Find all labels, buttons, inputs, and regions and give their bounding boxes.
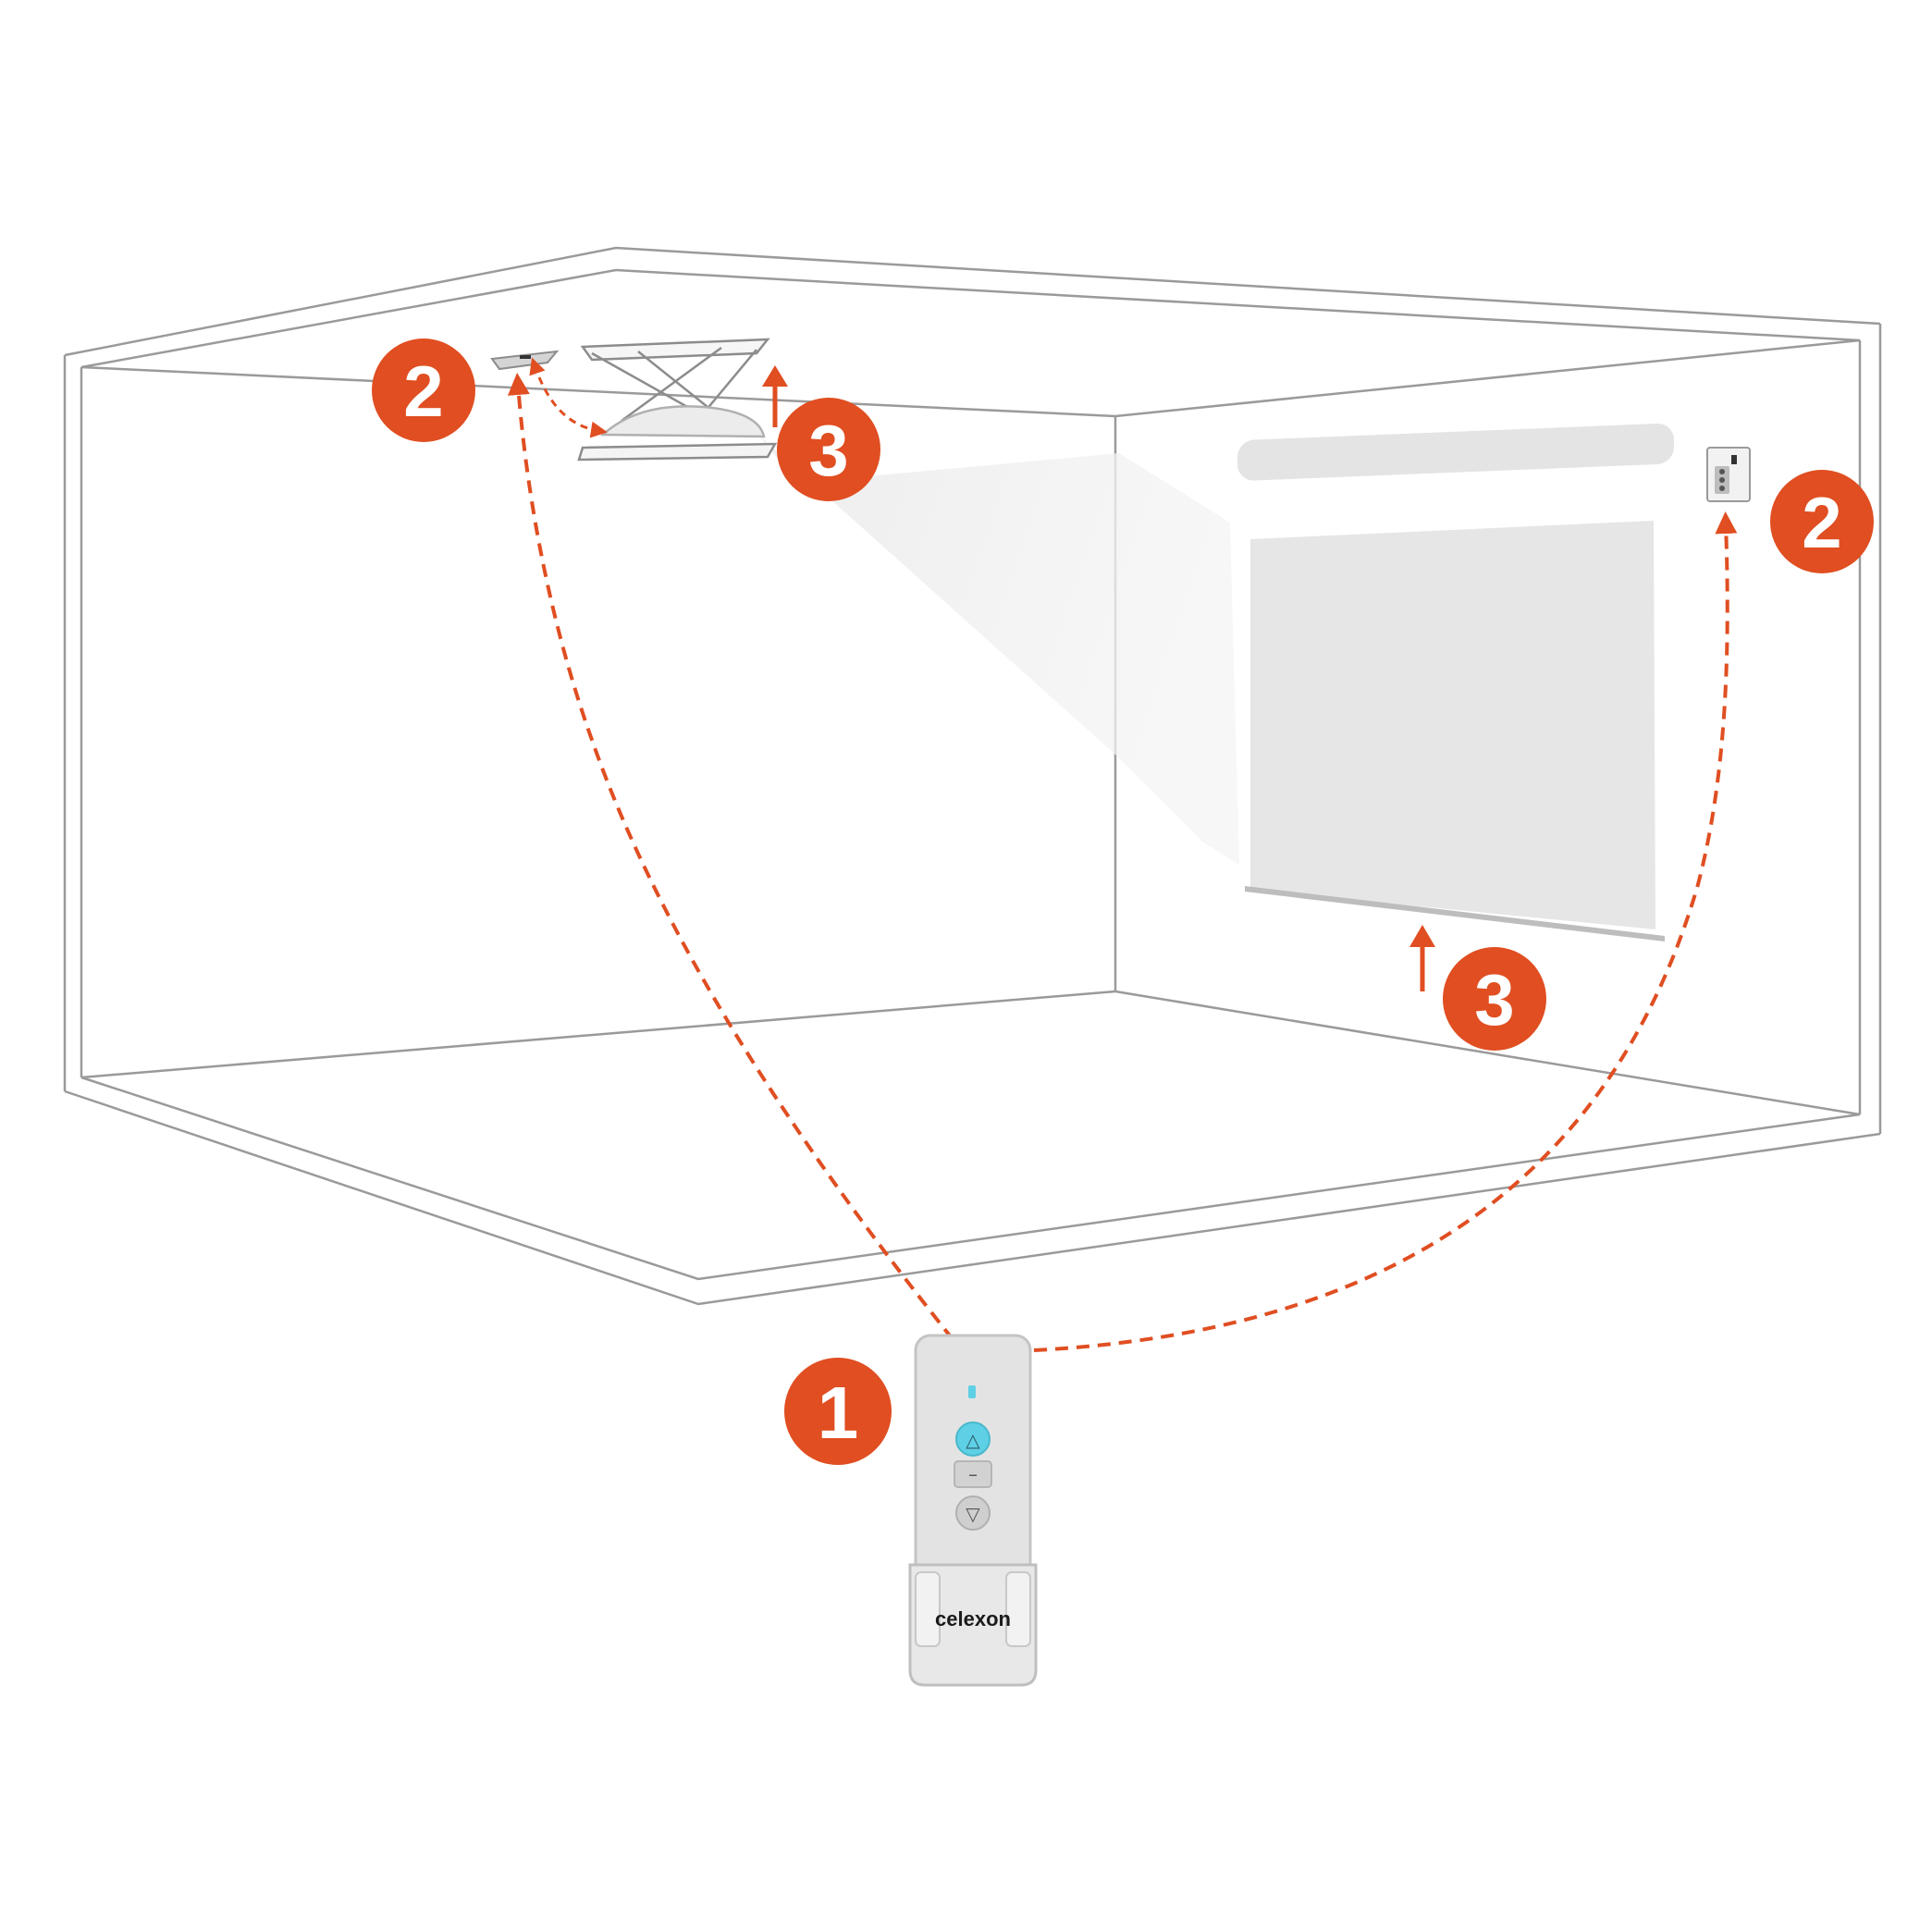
room-floor-inner-edge [80, 1076, 1861, 1281]
room-ceiling-corner-left [80, 365, 1116, 418]
signal-line-to-ceiling-receiver [507, 373, 954, 1341]
lift-top-plate [580, 338, 770, 362]
room-inner-top-edge [80, 268, 1861, 369]
remote-holder-clip-left [915, 1571, 941, 1647]
remote-down-symbol: ▽ [966, 1503, 980, 1525]
step-number: 1 [818, 1372, 859, 1454]
arrow-up-icon [762, 365, 788, 427]
lift-projector-body [599, 405, 766, 438]
remote-status-led [968, 1385, 976, 1398]
step-badge-receiver-wall: 2 [1770, 470, 1874, 573]
room-outer-top-edge [64, 246, 1881, 357]
remote-up-symbol: △ [966, 1429, 980, 1451]
projection-screen [1237, 424, 1674, 941]
remote-stop-button[interactable] [954, 1460, 992, 1488]
screen-bottom-bar [1245, 886, 1665, 941]
ceiling-receiver-box [490, 350, 560, 371]
remote-control: △ – ▽ celexon [908, 1334, 1038, 1687]
screen-housing [1237, 424, 1674, 481]
signal-line-receiver-to-lift [529, 357, 608, 438]
wall-receiver-box [1706, 447, 1751, 502]
ceiling-lift [577, 338, 778, 461]
arrow-up-icon [1409, 925, 1435, 991]
step-badge-receiver-ceiling: 2 [372, 338, 475, 442]
remote-stop-symbol: – [968, 1463, 978, 1485]
remote-wall-holder [908, 1563, 1038, 1687]
projection-beam [758, 435, 1239, 865]
screen-surface [1250, 521, 1655, 929]
lift-bottom-plate [577, 442, 778, 461]
signal-lines [507, 357, 1738, 1352]
remote-holder-clip-right [1005, 1571, 1031, 1647]
step-number: 2 [403, 351, 443, 432]
step-badge-screen-raise: 3 [1443, 947, 1546, 1051]
remote-up-button[interactable] [955, 1421, 991, 1457]
room-outline [63, 246, 1882, 1306]
remote-down-button[interactable] [955, 1495, 991, 1531]
room-floor-outer-edge [64, 1089, 1881, 1306]
signal-line-to-wall-receiver [1033, 511, 1738, 1352]
room-floor-back-right [1114, 990, 1861, 1116]
brand-logo: celexon [935, 1607, 1011, 1631]
room-floor-back-left [80, 990, 1116, 1079]
step-number: 3 [1474, 959, 1514, 1040]
step-badge-remote: 1 [784, 1358, 892, 1465]
room-ceiling-corner-right [1114, 338, 1861, 418]
step-badge-lift-ceiling: 3 [777, 398, 880, 501]
step-number: 2 [1802, 482, 1841, 563]
step-number: 3 [808, 410, 848, 491]
lift-scissor-arm-2 [621, 346, 722, 423]
